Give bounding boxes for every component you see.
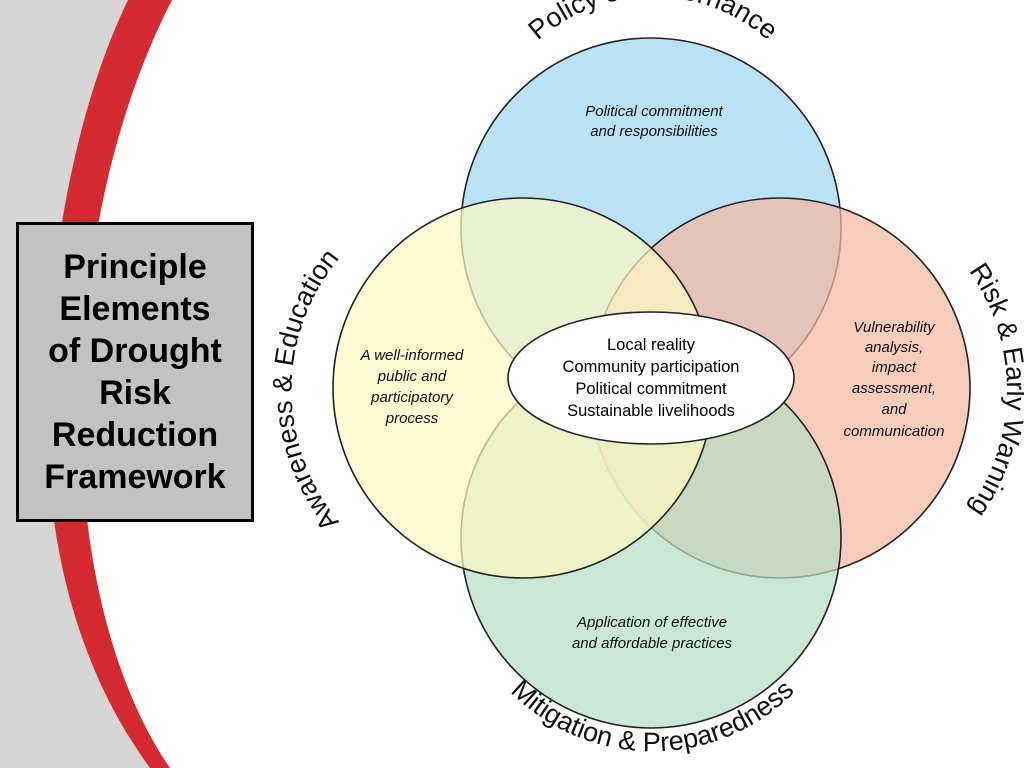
- risk-desc-line: communication: [844, 423, 945, 440]
- side-panel: [0, 0, 150, 768]
- center-line: Community participation: [563, 358, 740, 376]
- risk-desc-line: assessment,: [852, 380, 936, 397]
- center-ellipse: [507, 311, 795, 445]
- red-swoosh: [46, 0, 172, 768]
- mitigation-desc-line: and affordable practices: [572, 635, 733, 652]
- awareness-description: A well-informed public and participatory…: [360, 347, 464, 427]
- policy-desc-line: and responsibilities: [590, 123, 718, 140]
- center-text: Local reality Community participation Po…: [563, 336, 740, 420]
- awareness-desc-line: process: [385, 410, 439, 427]
- policy-description: Political commitment and responsibilitie…: [585, 103, 723, 140]
- awareness-desc-line: A well-informed: [360, 347, 464, 364]
- title-line: Principle: [63, 248, 207, 286]
- risk-desc-line: and: [881, 401, 907, 418]
- center-line: Political commitment: [575, 380, 727, 398]
- title-line: Reduction: [51, 416, 219, 454]
- risk-desc-line: Vulnerability: [853, 319, 936, 336]
- title-line: Elements: [59, 290, 211, 328]
- title-box: Principle Elements of Drought Risk Reduc…: [16, 222, 254, 522]
- mitigation-desc-line: Application of effective: [576, 614, 727, 631]
- awareness-desc-line: public and: [377, 368, 447, 385]
- label-risk-early-warning: Risk & Early Warning: [964, 258, 1024, 523]
- center-line: Local reality: [607, 336, 696, 354]
- policy-desc-line: Political commitment: [585, 103, 723, 120]
- title-line: Risk: [99, 374, 171, 412]
- center-line: Sustainable livelihoods: [567, 402, 735, 420]
- title-line: of Drought: [48, 332, 222, 370]
- risk-description: Vulnerability analysis, impact assessmen…: [844, 319, 945, 440]
- mitigation-description: Application of effective and affordable …: [572, 614, 733, 652]
- title-line: Framework: [44, 458, 226, 496]
- risk-desc-line: impact: [872, 359, 917, 376]
- awareness-desc-line: participatory: [370, 389, 454, 406]
- risk-desc-line: analysis,: [865, 339, 923, 356]
